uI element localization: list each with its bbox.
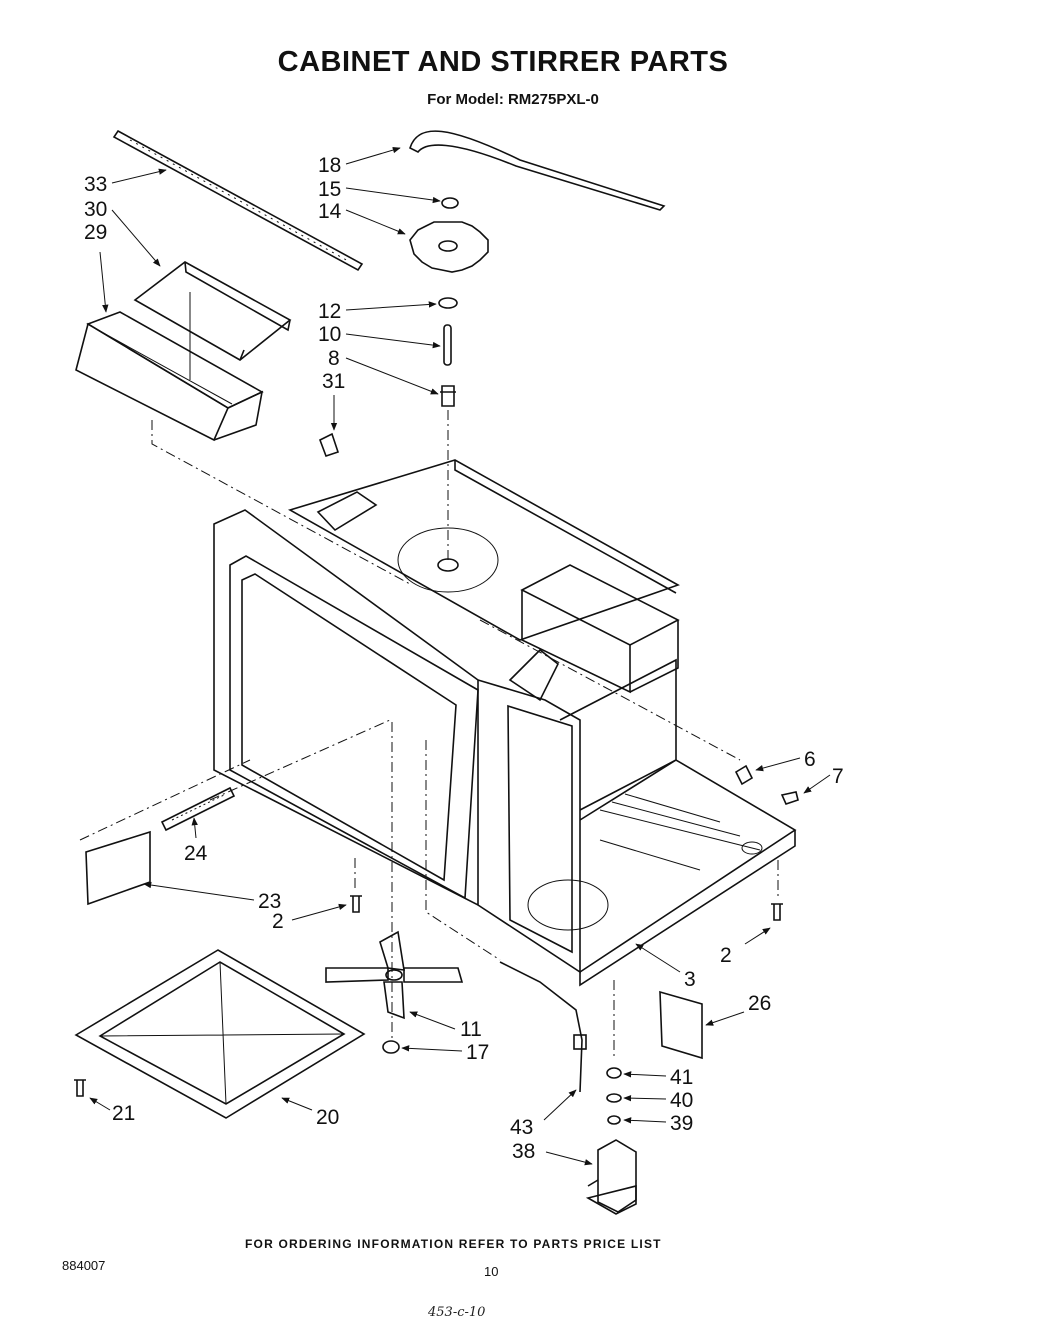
callout-38: 38 [512, 1140, 535, 1163]
part-33-gasket-strip [112, 129, 364, 272]
part-12-washer [438, 297, 458, 309]
part-30-duct-cover [133, 261, 292, 361]
callout-6: 6 [804, 748, 816, 771]
callout-3: 3 [684, 968, 696, 991]
cabinet-housing [213, 459, 797, 987]
part-20-bottom-tray [74, 949, 366, 1119]
part-21-screw [74, 1079, 86, 1097]
callout-18: 18 [318, 154, 341, 177]
part-39-washer [607, 1115, 621, 1125]
callout-26: 26 [748, 992, 771, 1015]
callout-31: 31 [322, 370, 345, 393]
left-alignment-lines [79, 719, 391, 841]
part-18-drive-belt [409, 130, 666, 211]
part-17-nut [382, 1040, 400, 1054]
callout-15: 15 [318, 178, 341, 201]
callout-20: 20 [316, 1106, 339, 1129]
part-38-motor [585, 1139, 637, 1215]
part-24-hinge-strip [160, 786, 236, 832]
part-8-bushing [440, 385, 456, 407]
page-number: 10 [484, 1264, 499, 1279]
document-number: 884007 [62, 1258, 106, 1273]
part-15-clip [441, 197, 459, 209]
callout-labels: 33 30 29 18 15 14 12 10 8 31 6 7 24 23 2… [84, 146, 844, 1166]
callout-8: 8 [328, 347, 340, 370]
callout-2-right: 2 [720, 944, 732, 967]
callout-39: 39 [670, 1112, 693, 1135]
callout-7: 7 [832, 765, 844, 788]
callout-23: 23 [258, 890, 281, 913]
callout-11: 11 [460, 1018, 482, 1041]
callout-24: 24 [184, 842, 208, 865]
ordering-note: FOR ORDERING INFORMATION REFER TO PARTS … [245, 1237, 662, 1251]
part-29-air-duct [75, 292, 264, 442]
part-31-clip [318, 432, 340, 458]
screw-alignment-lines [354, 858, 779, 1060]
callout-43: 43 [510, 1116, 533, 1139]
part-26-shield [659, 990, 703, 1060]
part-2-screw-right [771, 903, 783, 921]
callout-33: 33 [84, 173, 107, 196]
part-2-screw-left [350, 895, 362, 913]
part-11-fan [325, 930, 464, 1020]
callout-41: 41 [670, 1066, 693, 1089]
callout-29: 29 [84, 221, 107, 244]
callout-30: 30 [84, 198, 107, 221]
part-10-shaft [443, 324, 452, 366]
part-43-probe [499, 961, 587, 1093]
part-14-stirrer-blade [409, 221, 489, 273]
callout-40: 40 [670, 1089, 693, 1112]
callout-21: 21 [112, 1102, 135, 1125]
callout-2-left: 2 [272, 910, 284, 933]
callout-17: 17 [466, 1041, 489, 1064]
part-23-panel [85, 830, 151, 906]
duct-alignment-line [151, 420, 411, 585]
part-6-latch [734, 764, 754, 786]
handwritten-note: 453-c-10 [428, 1305, 486, 1320]
model-subtitle: For Model: RM275PXL-0 [427, 91, 599, 108]
part-7-switch [780, 791, 799, 805]
callout-12: 12 [318, 300, 341, 323]
callout-10: 10 [318, 323, 341, 346]
part-41-nut [606, 1067, 622, 1079]
part-40-washer [606, 1093, 622, 1103]
lower-alignment-lines [391, 722, 501, 1042]
cabinet-alignment-line [479, 619, 741, 761]
callout-14: 14 [318, 200, 342, 223]
page-title: CABINET AND STIRRER PARTS [277, 46, 729, 78]
